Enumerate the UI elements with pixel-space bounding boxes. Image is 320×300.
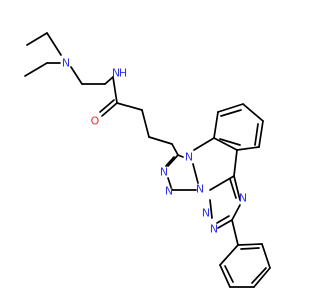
molecule-canvas: N N H O N N N N N N N — [24, 32, 271, 288]
bond — [192, 163, 199, 184]
bond — [24, 62, 48, 77]
bond — [219, 138, 241, 146]
bond — [148, 136, 173, 145]
bond — [213, 111, 219, 139]
bond — [231, 204, 241, 221]
bond — [209, 199, 213, 219]
bond — [104, 76, 114, 85]
bond — [233, 149, 238, 177]
bond — [236, 146, 260, 151]
bond — [217, 219, 233, 229]
bond — [99, 99, 115, 113]
bond — [233, 175, 241, 201]
bond — [141, 109, 150, 138]
bond — [213, 137, 238, 151]
bond — [220, 109, 242, 117]
bond — [251, 267, 267, 284]
bridge-nitrogen-label: N — [196, 183, 204, 196]
amine-nitrogen-label: N — [62, 57, 70, 70]
bond — [258, 120, 264, 148]
bond — [46, 32, 62, 56]
bond — [116, 102, 143, 111]
molecule-structure: N N H O N N N N N N N — [24, 32, 271, 288]
triazole-nitrogen-e-label: N — [210, 223, 218, 236]
bond — [224, 265, 234, 283]
triazole-nitrogen-a-label: N — [160, 166, 168, 179]
bond — [229, 178, 237, 199]
quinazoline-nitrogen-label: N — [185, 151, 193, 164]
bond — [167, 177, 173, 191]
atom-label-layer: N N H O N N N N N N N — [62, 57, 247, 236]
bond — [217, 103, 244, 113]
bond — [219, 244, 239, 266]
bond — [165, 156, 175, 167]
bond — [167, 154, 179, 167]
bond — [253, 267, 271, 288]
triazole-nitrogen-d-label: N — [202, 207, 210, 220]
bond — [112, 76, 118, 104]
bond — [26, 32, 48, 46]
bond-layer — [24, 32, 271, 288]
bond — [171, 143, 179, 156]
bond — [237, 243, 263, 246]
amide-nitrogen-label: N — [112, 67, 120, 80]
bond — [240, 247, 260, 250]
bond — [231, 219, 239, 246]
bond — [254, 123, 259, 146]
bond — [193, 137, 215, 151]
bond — [219, 264, 231, 288]
bond — [216, 215, 230, 224]
triazole-nitrogen-b-label: N — [165, 185, 173, 198]
carbonyl-oxygen-label: O — [91, 115, 100, 128]
triazole-nitrogen-c-label: N — [239, 192, 247, 205]
bond — [177, 154, 184, 158]
bond — [101, 102, 118, 117]
bond — [70, 66, 83, 85]
amide-hydrogen-label: H — [119, 67, 127, 80]
bond — [242, 103, 264, 122]
bond — [261, 243, 271, 269]
